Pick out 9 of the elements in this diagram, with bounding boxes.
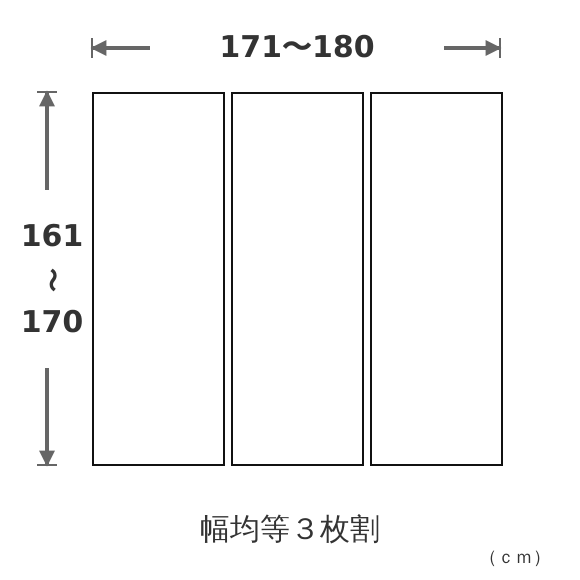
caption-text: 幅均等３枚割 bbox=[200, 515, 380, 545]
unit-label: （ｃｍ） bbox=[479, 549, 551, 567]
range-symbol: 〜 bbox=[40, 268, 64, 292]
dimension-label: 171〜180 bbox=[219, 33, 375, 63]
panel-box bbox=[370, 92, 503, 466]
panel-box bbox=[231, 92, 364, 466]
dimension-label: 161 bbox=[20, 222, 84, 252]
panel-box bbox=[92, 92, 225, 466]
dimension-label: 170 bbox=[20, 308, 84, 338]
